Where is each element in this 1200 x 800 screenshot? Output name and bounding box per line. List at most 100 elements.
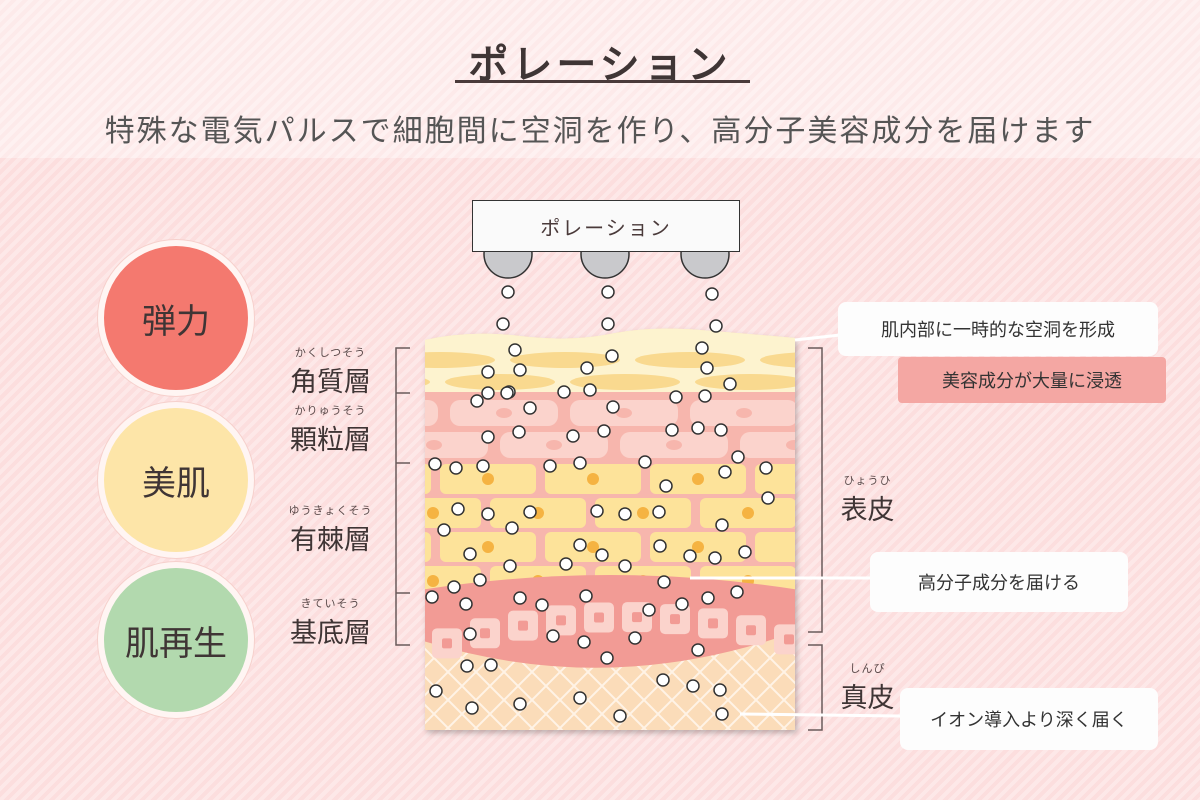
title-underline [455, 80, 750, 83]
granular-nucleus [736, 408, 752, 418]
basal-nucleus [594, 612, 604, 623]
spinous-nucleus [482, 541, 494, 553]
ingredient-particle [481, 430, 495, 444]
page-subtitle: 特殊な電気パルスで細胞間に空洞を作り、高分子美容成分を届けます [104, 114, 1096, 149]
ingredient-particle [463, 547, 477, 561]
ingredient-particle [546, 629, 560, 643]
ingredient-particle [601, 285, 615, 299]
granular-nucleus [546, 440, 562, 450]
ingredient-particle [512, 425, 526, 439]
ingredient-particle [628, 631, 642, 645]
basal-nucleus [518, 620, 528, 631]
basal-nucleus [480, 628, 490, 639]
ingredient-particle [429, 684, 443, 698]
corneum-cell [570, 374, 680, 390]
granular-nucleus [496, 408, 512, 418]
ingredient-particle [523, 505, 537, 519]
ingredient-particle [657, 575, 671, 589]
ingredient-particle [691, 421, 705, 435]
ingredient-particle [500, 386, 514, 400]
ingredient-particle [496, 317, 510, 331]
spinous-nucleus [427, 507, 439, 519]
basal-nucleus [784, 634, 794, 645]
ingredient-particle [451, 502, 465, 516]
ingredient-particle [714, 423, 728, 437]
ingredient-particle [465, 701, 479, 715]
basal-nucleus [746, 625, 756, 636]
ingredient-particle [543, 459, 557, 473]
spinous-nucleus [427, 575, 439, 587]
ingredient-particle [579, 589, 593, 603]
granular-nucleus [616, 408, 632, 418]
ingredient-particle [683, 549, 697, 563]
ingredient-particle [523, 401, 537, 415]
ingredient-particle [463, 627, 477, 641]
ingredient-particle [709, 319, 723, 333]
ingredient-particle [460, 659, 474, 673]
spinous-nucleus [587, 541, 599, 553]
ingredient-particle [718, 465, 732, 479]
ingredient-particle [476, 459, 490, 473]
ingredient-particle [686, 679, 700, 693]
benefit-beautiful-skin: 美肌 [98, 402, 254, 558]
ingredient-particle [638, 455, 652, 469]
spinous-nucleus [797, 541, 809, 553]
corneum-cell [445, 374, 555, 390]
granular-nucleus [856, 408, 872, 418]
ingredient-particle [573, 691, 587, 705]
ingredient-particle [675, 597, 689, 611]
ingredient-particle [723, 377, 737, 391]
corneum-cell [425, 352, 495, 368]
header-band [0, 0, 1200, 158]
ingredient-particle [505, 521, 519, 535]
ingredient-particle [459, 597, 473, 611]
ingredient-particle [513, 591, 527, 605]
ingredient-particle [708, 551, 722, 565]
spinous-cell [425, 464, 431, 494]
ingredient-particle [613, 709, 627, 723]
ingredient-particle [590, 504, 604, 518]
ingredient-particle [605, 349, 619, 363]
ingredient-particle [513, 363, 527, 377]
ingredient-particle [566, 429, 580, 443]
ingredient-particle [597, 424, 611, 438]
callout-deeper-than-iontophoresis: イオン導入より深く届く [900, 688, 1158, 750]
granular-nucleus [666, 440, 682, 450]
ingredient-particle [669, 390, 683, 404]
ingredient-particle [573, 538, 587, 552]
callout-penetration: 美容成分が大量に浸透 [898, 357, 1166, 403]
callout-deliver-polymer: 高分子成分を届ける [870, 552, 1128, 612]
ingredient-particle [425, 590, 439, 604]
ingredient-particle [618, 507, 632, 521]
ingredient-particle [653, 539, 667, 553]
spinous-cell [755, 532, 795, 562]
spinous-nucleus [692, 541, 704, 553]
benefit-skin-regeneration: 肌再生 [98, 562, 254, 718]
layer-label-spinous: ゆうきょくそう有棘層 [288, 504, 373, 556]
ingredient-particle [700, 361, 714, 375]
spinous-nucleus [377, 473, 389, 485]
ingredient-particle [583, 383, 597, 397]
poration-device: ポレーション [472, 200, 740, 252]
ingredient-particle [577, 635, 591, 649]
ingredient-particle [652, 505, 666, 519]
ingredient-particle [731, 450, 745, 464]
corneum-cell [695, 374, 795, 390]
ingredient-particle [449, 461, 463, 475]
ingredient-particle [738, 545, 752, 559]
ingredient-particle [695, 341, 709, 355]
ingredient-particle [573, 456, 587, 470]
ingredient-particle [535, 598, 549, 612]
granular-nucleus [786, 440, 795, 450]
basal-nucleus [556, 615, 566, 626]
ingredient-particle [580, 361, 594, 375]
ingredient-particle [559, 557, 573, 571]
ingredient-particle [600, 651, 614, 665]
ingredient-particle [508, 343, 522, 357]
ingredient-particle [642, 603, 656, 617]
corneum-cell [635, 352, 745, 368]
ingredient-particles [425, 285, 775, 723]
granular-nucleus [906, 440, 922, 450]
ingredient-particle [484, 658, 498, 672]
